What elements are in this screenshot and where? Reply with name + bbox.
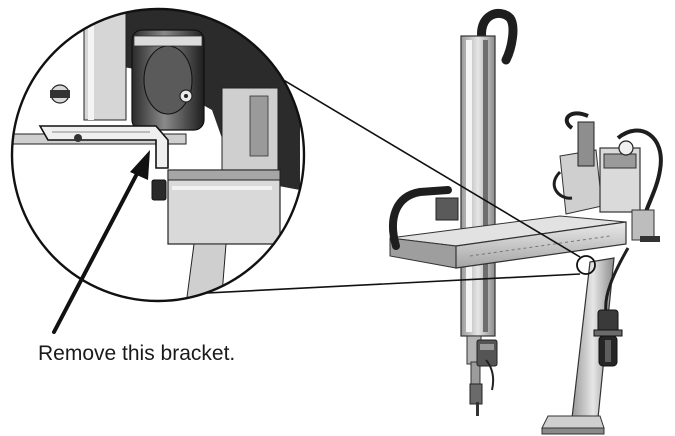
filter-regulator: [593, 247, 630, 367]
callout-line-upper: [249, 59, 581, 258]
bracket-location-marker: [576, 255, 596, 275]
gripper-tool: [469, 339, 498, 416]
gantry-robot: [389, 9, 663, 435]
cable-chain-top: [477, 9, 518, 65]
detail-view: [10, 7, 306, 303]
mounting-block: [167, 169, 281, 245]
figure-caption: Remove this bracket.: [38, 342, 236, 365]
detail-circle-outline: [10, 7, 306, 303]
support-leg: [541, 257, 615, 435]
cable-chain-left: [389, 186, 452, 250]
head-assembly: [552, 111, 663, 242]
pointer-arrow: [52, 150, 150, 334]
horizontal-beam: [389, 215, 627, 269]
bracket: [38, 125, 169, 169]
pressure-gauge-icon: [618, 140, 634, 156]
